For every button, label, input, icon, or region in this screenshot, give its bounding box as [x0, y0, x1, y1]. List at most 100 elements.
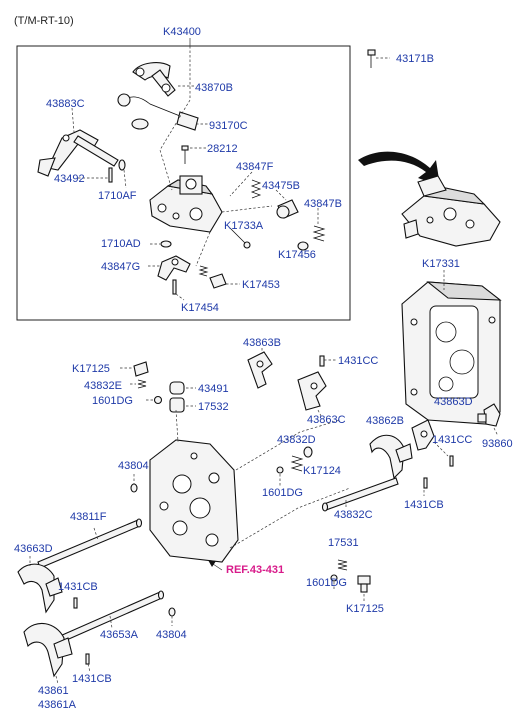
callout-K17125-b[interactable]: K17125: [346, 603, 384, 615]
callout-17532[interactable]: 17532: [198, 401, 229, 413]
cap-43491: [169, 381, 185, 395]
cap-K17456: [297, 241, 309, 251]
pin-43492: [108, 167, 113, 183]
callout-43663D[interactable]: 43663D: [14, 543, 53, 555]
shift-fork-43861: [23, 622, 73, 678]
leader: [175, 409, 179, 443]
leader: [493, 427, 499, 437]
pin-K17454: [172, 279, 177, 295]
callout-1431CB-c[interactable]: 1431CB: [72, 673, 112, 685]
bolt-43171B: [367, 49, 376, 68]
callout-1431CC-b[interactable]: 1431CC: [432, 434, 472, 446]
callout-28212[interactable]: 28212: [207, 143, 238, 155]
plug-K17125-b: [357, 575, 371, 593]
callout-43832E[interactable]: 43832E: [84, 380, 122, 392]
sleeve-17532: [169, 397, 185, 413]
plug-K17124: [303, 446, 313, 458]
callout-43832C[interactable]: 43832C: [334, 509, 373, 521]
pin-1431CB-b: [73, 597, 78, 609]
callout-43847G[interactable]: 43847G: [101, 261, 140, 273]
callout-43861[interactable]: 43861: [38, 685, 69, 697]
leader: [229, 171, 253, 197]
spring-43832D: [290, 455, 304, 472]
callout-1601DG[interactable]: 1601DG: [92, 395, 133, 407]
pin-1431CB-a: [423, 477, 428, 489]
callout-43863D[interactable]: 43863D: [434, 396, 473, 408]
bolt-28212: [181, 145, 189, 164]
callout-43847F[interactable]: 43847F: [236, 161, 274, 173]
callout-1431CB[interactable]: 1431CB: [404, 499, 444, 511]
callout-K17454[interactable]: K17454: [181, 302, 219, 314]
leader: [235, 419, 341, 471]
callout-43863C[interactable]: 43863C: [307, 414, 346, 426]
callout-43475B[interactable]: 43475B: [262, 180, 300, 192]
callout-1710AF[interactable]: 1710AF: [98, 190, 137, 202]
callout-43804-b[interactable]: 43804: [156, 629, 187, 641]
callout-K17124[interactable]: K17124: [303, 465, 341, 477]
callout-43492[interactable]: 43492: [54, 173, 85, 185]
callout-43861A[interactable]: 43861A: [38, 699, 77, 711]
shift-lever-43870B: [132, 62, 176, 97]
leader: [109, 615, 113, 629]
spring-43847B: [312, 225, 326, 242]
callout-43171B[interactable]: 43171B: [396, 53, 434, 65]
callout-K17456[interactable]: K17456: [278, 249, 316, 261]
callout-17531[interactable]: 17531: [328, 537, 359, 549]
callout-43883C[interactable]: 43883C: [46, 98, 85, 110]
callout-1710AD[interactable]: 1710AD: [101, 238, 141, 250]
bolt-K1733A: [229, 227, 251, 249]
callout-93860[interactable]: 93860: [482, 438, 513, 450]
shift-fork-43663D: [17, 563, 63, 614]
leader: [123, 169, 127, 189]
washer-1710AF: [118, 159, 126, 171]
pin-1431CC-b: [449, 455, 454, 467]
callout-K17453[interactable]: K17453: [242, 279, 280, 291]
callout-43863B[interactable]: 43863B: [243, 337, 281, 349]
callout-K17125[interactable]: K17125: [72, 363, 110, 375]
callout-1601DG-c[interactable]: 1601DG: [306, 577, 347, 589]
leader: [159, 46, 191, 191]
plug-43804-b: [168, 607, 176, 617]
callout-43832D[interactable]: 43832D: [277, 434, 316, 446]
washer-1710AD: [160, 240, 172, 248]
leader: [221, 205, 273, 213]
callout-1431CC[interactable]: 1431CC: [338, 355, 378, 367]
ball-1601DG-b: [276, 466, 284, 474]
pin-1431CB-c: [85, 653, 90, 665]
shift-fork-43862B: [369, 434, 413, 480]
callout-43811F[interactable]: 43811F: [70, 511, 107, 523]
callout-43847B[interactable]: 43847B: [304, 198, 342, 210]
direction-arrow: [358, 151, 440, 186]
callout-43491[interactable]: 43491: [198, 383, 229, 395]
callout-K17331[interactable]: K17331: [422, 258, 460, 270]
leader: [175, 293, 185, 301]
leader: [71, 107, 75, 133]
cap-K17453: [209, 273, 227, 289]
spring-17531: [337, 559, 348, 571]
callout-K1733A[interactable]: K1733A: [224, 220, 264, 232]
callout-93170C[interactable]: 93170C: [209, 120, 248, 132]
spring-43832E: [137, 379, 147, 389]
spring-43847F: [250, 179, 262, 199]
callout-43870B[interactable]: 43870B: [195, 82, 233, 94]
callout-1431CB-b[interactable]: 1431CB: [58, 581, 98, 593]
harness-93170C: [117, 93, 199, 131]
detent-43475B: [276, 199, 299, 219]
lever-43847G: [157, 255, 191, 281]
plug-K17125-a: [133, 361, 149, 377]
sensor-93860: [477, 403, 501, 427]
shift-housing: [149, 175, 223, 233]
callout-43804[interactable]: 43804: [118, 460, 149, 472]
model-header: (T/M-RT-10): [14, 15, 74, 27]
ball-1601DG-c: [330, 574, 338, 582]
callout-43653A[interactable]: 43653A: [100, 629, 139, 641]
lever-shaft-43883C: [37, 129, 119, 177]
leader: [55, 675, 59, 685]
leader: [433, 441, 449, 457]
plug-43804-a: [130, 483, 138, 493]
box-label[interactable]: K43400: [163, 26, 201, 38]
callout-1601DG-b[interactable]: 1601DG: [262, 487, 303, 499]
callout-43862B[interactable]: 43862B: [366, 415, 404, 427]
reference-label[interactable]: REF.43-431: [226, 564, 284, 576]
